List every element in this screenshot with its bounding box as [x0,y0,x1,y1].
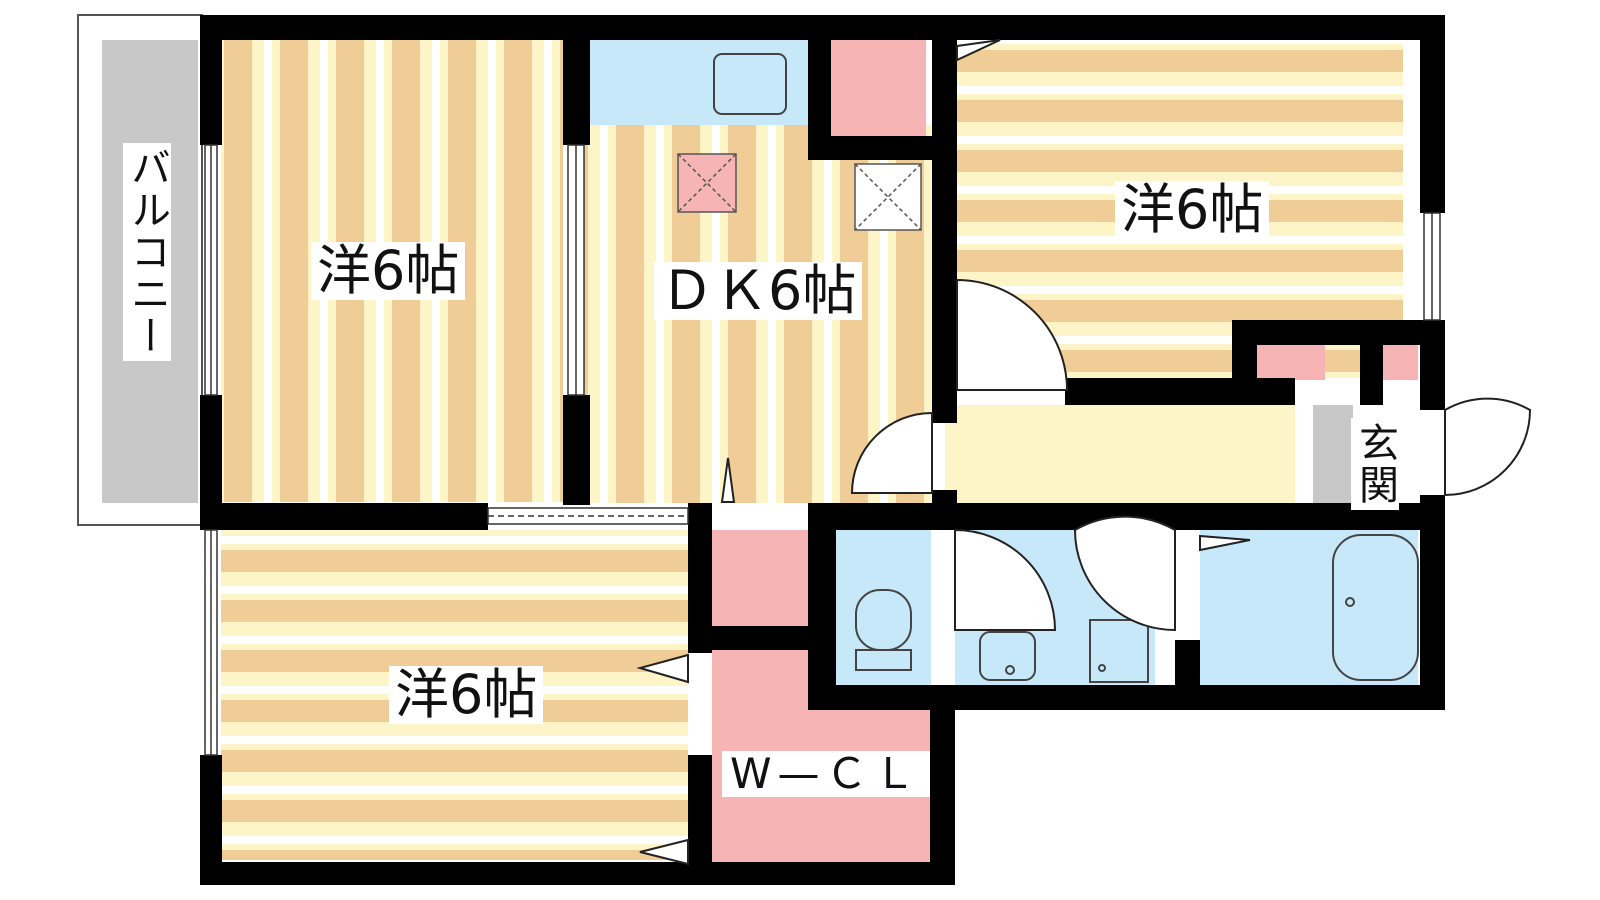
kitchen-counter [590,40,808,125]
room-label-western-bottom: 洋6帖 [389,666,544,724]
room-label-dining-kitchen: ＤＫ6帖 [654,262,863,320]
room-label-entrance: 玄関 [1351,418,1399,510]
balcony [77,14,203,526]
walls [200,15,1445,885]
room-label-balcony: バルコニー [123,143,171,361]
floor-hallway [945,405,1295,505]
windows [204,144,1441,756]
room-label-western-left: 洋6帖 [311,242,466,300]
bathroom [1200,530,1419,685]
room-label-walk-in-closet: W—ＣＬ [722,751,930,797]
entrance-floor [1313,405,1353,505]
door-swings [850,278,1532,632]
room-label-western-right: 洋6帖 [1115,181,1270,239]
closet-markers [636,39,1251,866]
ceiling-hatches [677,153,922,231]
toilet-room [836,530,931,685]
